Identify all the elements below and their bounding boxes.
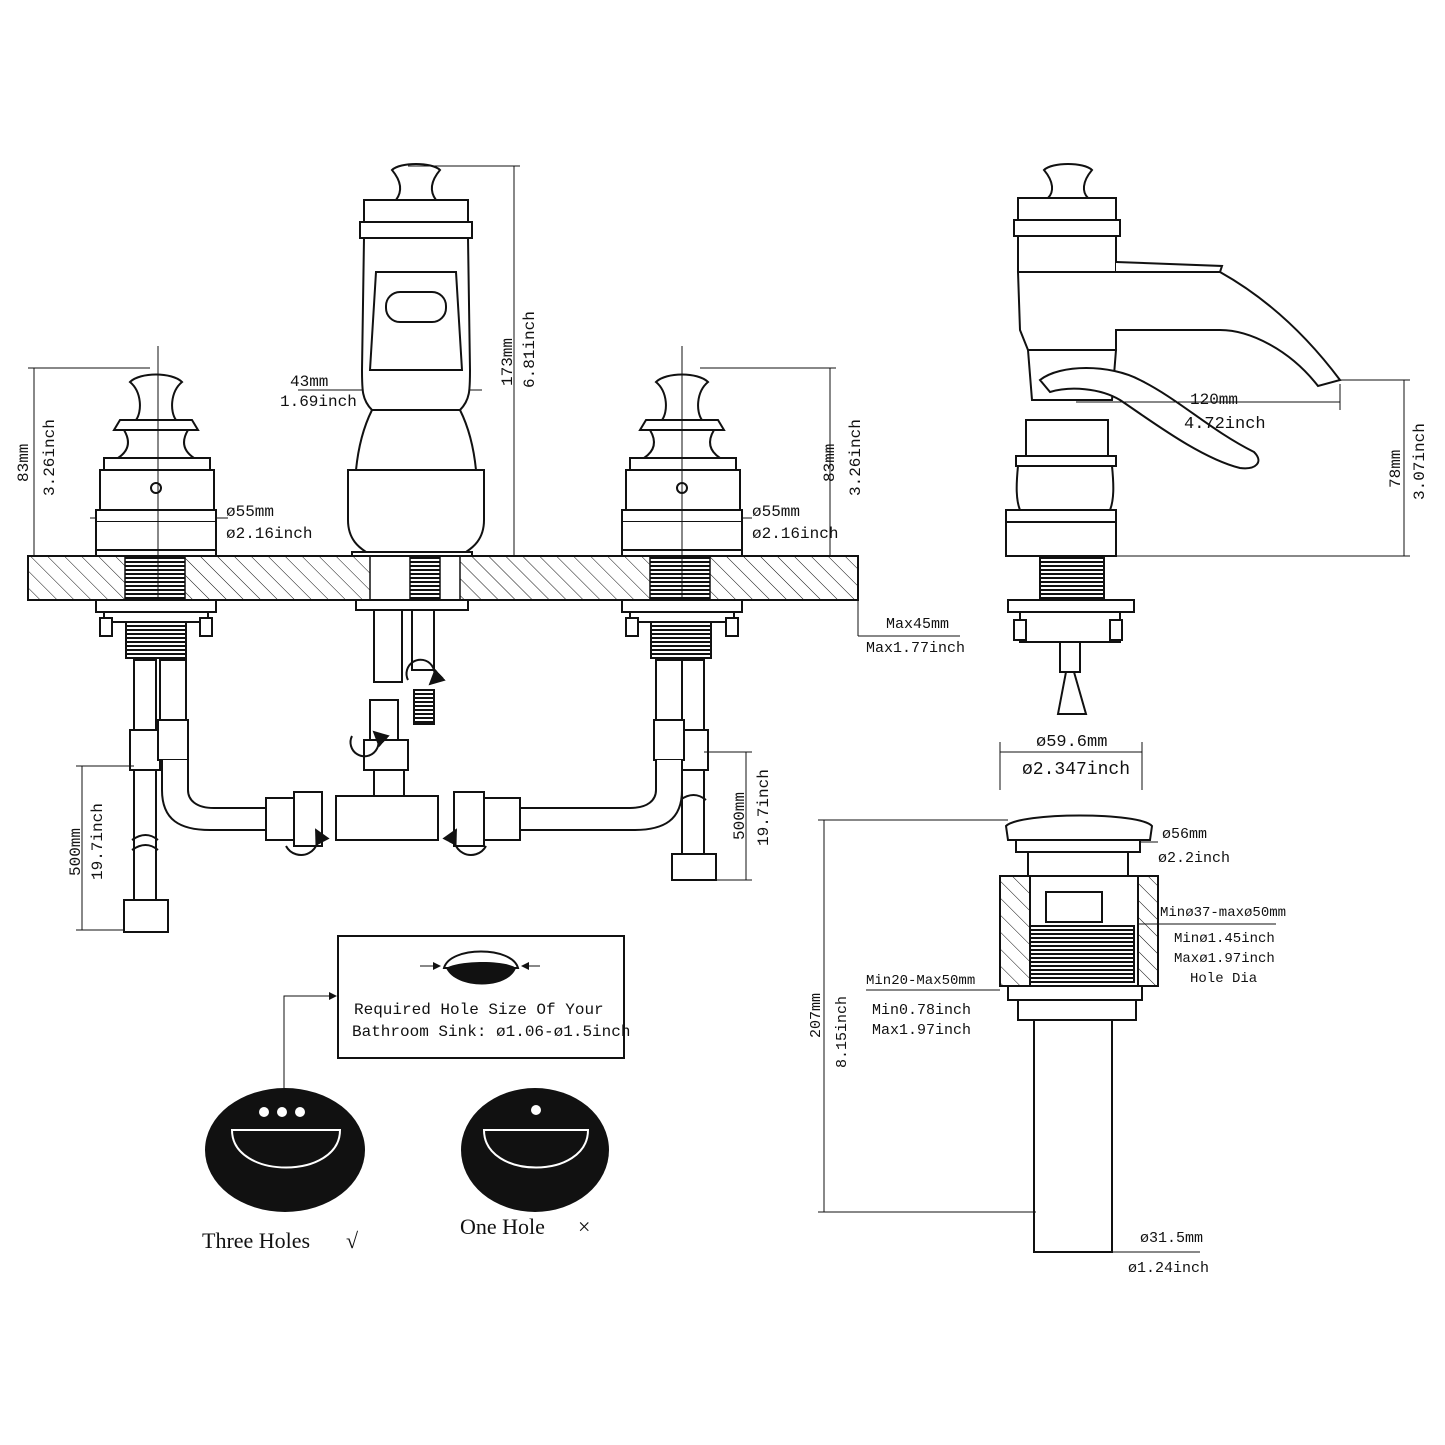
right-handle-drawing bbox=[621, 373, 743, 557]
right-hose-len-mm: 500mm bbox=[731, 792, 749, 840]
drain-hole-max-in: Maxø1.97inch bbox=[1174, 951, 1275, 967]
drain-hole-min-in: Minø1.45inch bbox=[1174, 931, 1275, 947]
spout-neck-in: 1.69inch bbox=[280, 393, 357, 411]
right-hoses bbox=[453, 659, 717, 881]
center-spout-drawing bbox=[347, 163, 485, 557]
drain-pipe-dia-mm: ø31.5mm bbox=[1140, 1230, 1203, 1247]
faucet-front-view: 83mm 3.26inch ø55mm ø2.16inch 43mm 1.69i… bbox=[15, 163, 965, 933]
left-base-dia-mm: ø55mm bbox=[226, 503, 274, 521]
left-handle-height-mm: 83mm bbox=[15, 444, 33, 482]
right-handle-height-mm: 83mm bbox=[821, 444, 839, 482]
one-hole-sink: One Hole × bbox=[460, 1088, 609, 1239]
one-hole-cross-icon: × bbox=[578, 1214, 590, 1239]
drain-flange-dia-in: ø2.2inch bbox=[1158, 850, 1230, 867]
left-hoses bbox=[123, 659, 323, 933]
right-hose-len-in: 19.7inch bbox=[755, 769, 773, 846]
side-clearance-mm: 78mm bbox=[1387, 450, 1405, 488]
front-dimension-lines bbox=[28, 165, 960, 931]
right-base-dia-in: ø2.16inch bbox=[752, 525, 838, 543]
side-clearance-in: 3.07inch bbox=[1411, 423, 1429, 500]
drain-thickness-min-in: Min0.78inch bbox=[872, 1002, 971, 1019]
drain-hole-label: Hole Dia bbox=[1190, 971, 1257, 987]
drain-assembly: ø59.6mm ø2.347inch ø56mm ø2.2inch Minø37… bbox=[808, 733, 1286, 1277]
drain-cap-dia-mm: ø59.6mm bbox=[1036, 733, 1107, 752]
hole-size-note: Required Hole Size Of Your Bathroom Sink… bbox=[283, 935, 630, 1094]
drain-pipe-dia-in: ø1.24inch bbox=[1128, 1260, 1209, 1277]
three-holes-check-icon: √ bbox=[346, 1228, 359, 1253]
left-handle-height-in: 3.26inch bbox=[41, 419, 59, 496]
side-reach-mm: 120mm bbox=[1190, 391, 1238, 409]
spout-height-mm: 173mm bbox=[499, 338, 517, 386]
faucet-side-view: 120mm 4.72inch 78mm 3.07inch bbox=[1005, 163, 1429, 715]
right-handle-height-in: 3.26inch bbox=[847, 419, 865, 496]
drain-flange-dia-mm: ø56mm bbox=[1162, 826, 1207, 843]
left-handle-drawing bbox=[95, 373, 217, 557]
three-hole-sink: Three Holes √ bbox=[202, 1088, 365, 1253]
hole-note-line2: Bathroom Sink: ø1.06-ø1.5inch bbox=[352, 1023, 630, 1041]
drain-hole-range-mm: Minø37-maxø50mm bbox=[1160, 905, 1286, 921]
under-counter-hardware bbox=[95, 599, 743, 725]
left-base-dia-in: ø2.16inch bbox=[226, 525, 312, 543]
tee-connector bbox=[285, 658, 487, 856]
deck-max-in: Max1.77inch bbox=[866, 640, 965, 657]
hole-note-line1: Required Hole Size Of Your bbox=[354, 1001, 604, 1019]
drain-total-height-mm: 207mm bbox=[808, 993, 825, 1038]
spout-neck-mm: 43mm bbox=[290, 373, 328, 391]
three-holes-label: Three Holes bbox=[202, 1228, 310, 1253]
spout-height-in: 6.81inch bbox=[521, 311, 539, 388]
one-hole-label: One Hole bbox=[460, 1214, 545, 1239]
drain-thickness-max-in: Max1.97inch bbox=[872, 1022, 971, 1039]
drain-cap-dia-in: ø2.347inch bbox=[1022, 760, 1130, 780]
side-reach-in: 4.72inch bbox=[1184, 415, 1266, 434]
left-hose-len-mm: 500mm bbox=[67, 828, 85, 876]
drain-total-height-in: 8.15inch bbox=[834, 996, 851, 1068]
left-hose-len-in: 19.7inch bbox=[89, 803, 107, 880]
deck-max-mm: Max45mm bbox=[886, 616, 949, 633]
right-base-dia-mm: ø55mm bbox=[752, 503, 800, 521]
drain-thickness-mm: Min20-Max50mm bbox=[866, 973, 975, 989]
